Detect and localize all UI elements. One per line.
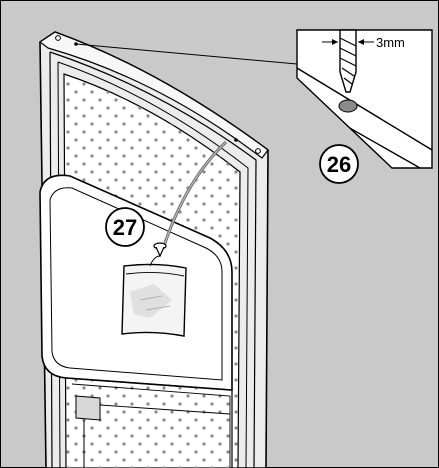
bottom-hinge-block [75,395,101,421]
inset-leader-line [75,43,298,65]
step-27-label: 27 [113,215,137,240]
drill-size-label: 3mm [376,35,405,50]
step-26-callout [319,144,359,184]
step-27-group: 27 [105,207,145,247]
inset-frame [296,29,433,169]
drilled-hole [338,99,358,113]
bottom-rail-line [99,404,231,415]
step-27-callout [105,207,145,247]
drill-bit [339,29,357,93]
lower-frame-edge-2 [71,383,231,468]
gasket-line-1 [49,51,257,468]
bag-string-highlight [163,141,227,247]
inset-edge-top [297,67,432,151]
top-hole-right-marker [234,138,238,142]
accessory-bag [121,255,187,337]
inset-background [297,30,432,168]
top-hole-left [55,35,61,41]
step-26-label: 26 [327,152,351,177]
top-hole-right [255,148,261,154]
gasket-line-2 [57,61,249,468]
door-top-edge [38,31,269,159]
refrigerator-door [38,31,269,468]
lower-frame-edge [65,377,233,468]
